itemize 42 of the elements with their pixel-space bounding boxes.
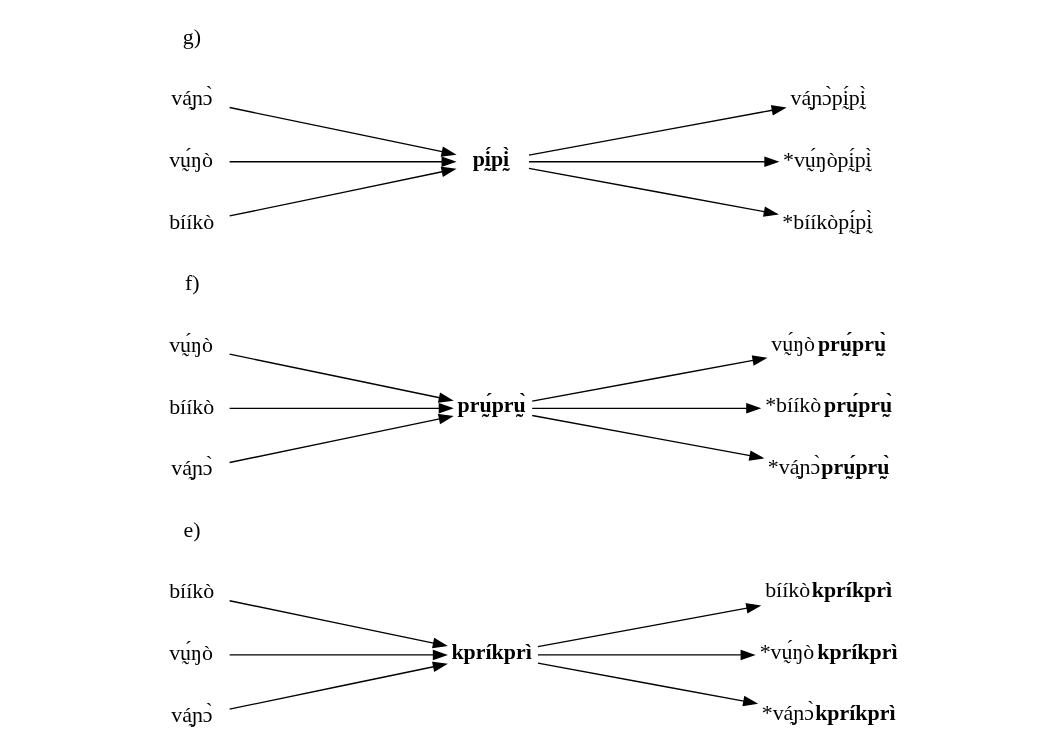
- node-text: *bííkòpḭ́pḭ̀: [782, 208, 873, 234]
- arrow: [528, 105, 787, 156]
- node-text: pḭ́pḭ̀: [472, 145, 510, 171]
- node-text: vá̰ɲɔ̀: [171, 455, 213, 481]
- node-text: *vá̰ɲɔ̀kpríkprì: [761, 700, 896, 726]
- node-text: bííkò: [169, 393, 215, 419]
- arrow: [228, 403, 454, 414]
- node-text: bííkò: [169, 208, 215, 234]
- node-text: vá̰ɲɔ̀: [171, 701, 213, 727]
- node-text: bííkò: [169, 578, 215, 604]
- arrow: [228, 661, 448, 710]
- arrow: [531, 403, 762, 414]
- label: f): [184, 270, 200, 296]
- arrow: [228, 166, 457, 217]
- arrow: [228, 156, 457, 167]
- node-text: *vṵ́ŋòkpríkprì: [759, 638, 898, 664]
- arrow: [228, 353, 454, 403]
- arrow: [537, 649, 756, 661]
- arrow: [537, 603, 762, 648]
- node-text: *vá̰ɲɔ̀prṵ́prṵ̀: [767, 453, 890, 479]
- arrow: [528, 156, 780, 167]
- arrow: [531, 414, 765, 461]
- arrow: [528, 167, 779, 217]
- node-text: bííkòkpríkprì: [765, 577, 893, 603]
- label: g): [182, 23, 202, 49]
- node-text: *vṵ́ŋòpḭ́pḭ̀: [782, 146, 872, 172]
- node-text: vá̰ɲɔ̀: [171, 85, 213, 111]
- node-text: kpríkprì: [451, 638, 532, 664]
- arrow: [537, 662, 759, 707]
- node-text: prṵ́prṵ̀: [457, 392, 526, 418]
- node-text: vṵ́ŋòprṵ́prṵ̀: [771, 330, 887, 356]
- node-text: vṵ́ŋò: [169, 146, 213, 172]
- node-text: vá̰ɲɔ̀pḭ́pḭ̀: [790, 85, 866, 111]
- arrow: [228, 649, 448, 661]
- arrow: [228, 600, 448, 649]
- arrow: [228, 106, 457, 157]
- node-text: *bííkòprṵ́prṵ̀: [765, 392, 893, 418]
- arrow: [531, 355, 768, 402]
- label: e): [183, 516, 201, 542]
- arrow: [228, 413, 454, 464]
- node-text: vṵ́ŋò: [169, 640, 213, 666]
- node-text: vṵ́ŋò: [169, 331, 213, 357]
